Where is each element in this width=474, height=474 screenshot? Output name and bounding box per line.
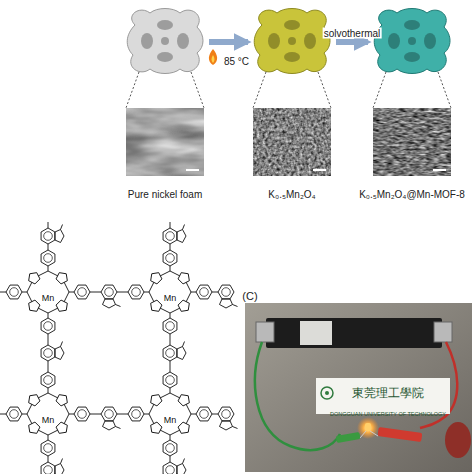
process-arrow bbox=[336, 39, 368, 45]
sample-stage: K₀.₅Mn₂O₄@Mn-MOF-8 bbox=[372, 5, 452, 200]
sample-label: K₀.₅Mn₂O₄ bbox=[268, 189, 315, 201]
metal-atom: Mn bbox=[41, 294, 56, 304]
sample-stage: Pure nickel foam bbox=[125, 5, 205, 200]
process-arrow bbox=[209, 39, 248, 45]
panel-letter: (C) bbox=[241, 290, 258, 302]
sample-stage: K₀.₅Mn₂O₄ bbox=[252, 5, 332, 200]
sample-label: Pure nickel foam bbox=[128, 189, 202, 201]
process-label: 85 °C bbox=[223, 56, 250, 67]
metal-atom: Mn bbox=[163, 416, 178, 426]
metal-atom: Mn bbox=[41, 416, 56, 426]
sign-text: 東莞理工學院 bbox=[351, 387, 425, 400]
sample-label: K₀.₅Mn₂O₄@Mn-MOF-8 bbox=[359, 189, 465, 201]
metal-atom: Mn bbox=[163, 294, 178, 304]
process-label: solvothermal bbox=[323, 28, 382, 39]
sign-text: DONGGUAN UNIVERSITY OF TECHNOLOGY bbox=[329, 411, 447, 417]
